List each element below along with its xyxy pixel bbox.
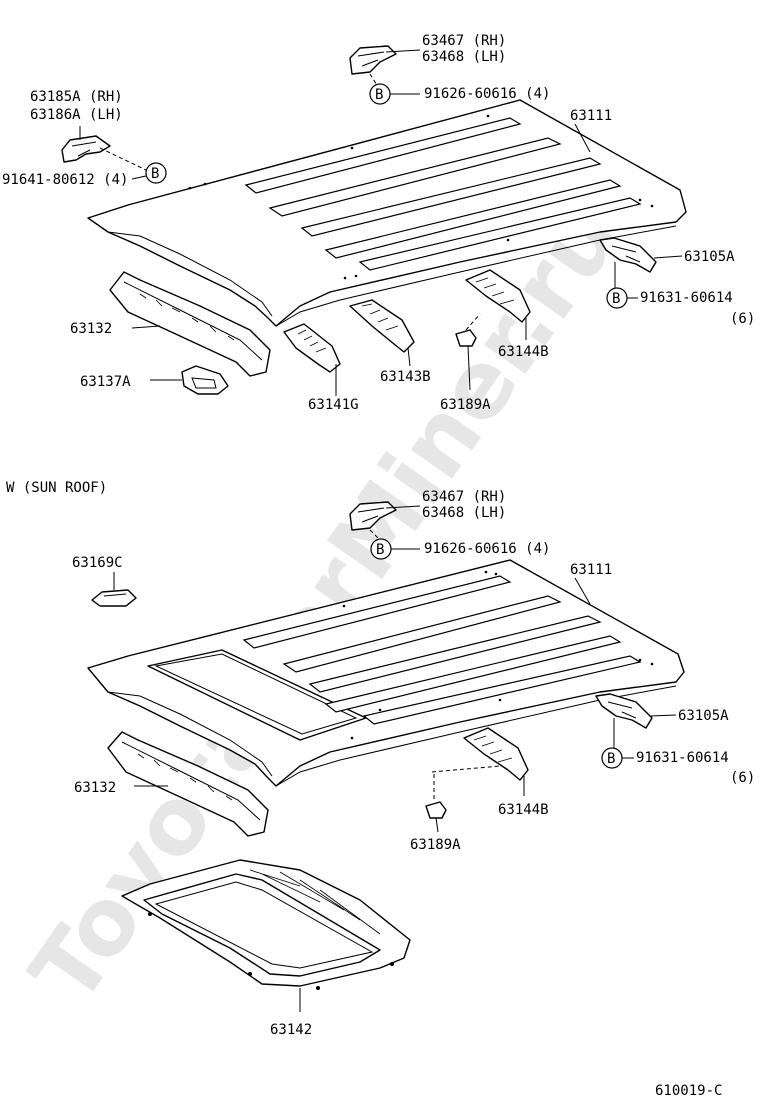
label-63105a-bottom: 63105A [678,708,729,724]
label-63137a: 63137A [80,374,131,390]
label-63105a-top: 63105A [684,249,735,265]
label-63111-top: 63111 [570,108,612,124]
side-bracket-bottom[interactable] [595,693,653,729]
rear-bracket-top[interactable] [349,45,397,75]
front-header-top[interactable] [109,271,271,377]
label-63143b: 63143B [380,369,431,385]
label-91641: 91641-80612 (4) [2,172,128,188]
label-91631-bottom: 91631-60614 [636,750,729,766]
label-63144b-top: 63144B [498,344,549,360]
label-91626-bottom: 91626-60616 (4) [424,541,550,557]
label-63132-bottom: 63132 [74,780,116,796]
bottom-diagram: B 63467 (RH) 63468 (LH) 91626-60616 (4) … [72,489,755,1038]
rear-bracket-bottom[interactable] [349,501,397,531]
front-header-bottom[interactable] [107,731,269,837]
label-63141g: 63141G [308,397,359,413]
front-bracket-top[interactable] [61,135,111,163]
roof-panel-top[interactable] [87,99,687,327]
fastener-marker-label: B [612,291,620,307]
label-91631-qty-bottom: (6) [730,770,755,786]
diagram-code: 610019-C [655,1083,722,1099]
label-63468-top: 63468 (LH) [422,49,506,65]
fastener-marker-front-top [145,162,167,184]
fastener-marker-label: B [607,751,615,767]
bow-center-top[interactable] [349,299,415,353]
fastener-marker-label: B [375,87,383,103]
label-63468-bottom: 63468 (LH) [422,505,506,521]
section-label-sunroof: W (SUN ROOF) [6,480,107,496]
fastener-marker-label: B [151,166,159,182]
label-63169c: 63169C [72,555,123,571]
label-63189a-bottom: 63189A [410,837,461,853]
bow-rear-bottom[interactable] [463,727,529,781]
label-63467-bottom: 63467 (RH) [422,489,506,505]
label-63142: 63142 [270,1022,312,1038]
label-91631-top: 91631-60614 [640,290,733,306]
label-91626-top: 91626-60616 (4) [424,86,550,102]
label-63144b-bottom: 63144B [498,802,549,818]
label-63467-top: 63467 (RH) [422,33,506,49]
clip-top[interactable] [455,329,477,347]
label-63186a: 63186A (LH) [30,107,123,123]
label-63132-top: 63132 [70,321,112,337]
bow-rear-top[interactable] [465,269,531,323]
sunroof-bracket[interactable] [91,589,137,607]
label-63185a: 63185A (RH) [30,89,123,105]
label-63111-bottom: 63111 [570,562,612,578]
header-bracket-top[interactable] [181,365,229,395]
label-63189a-top: 63189A [440,397,491,413]
fastener-marker-label: B [376,542,384,558]
roof-panel-bottom[interactable] [87,559,685,787]
label-91631-qty-top: (6) [730,311,755,327]
bow-front-top[interactable] [283,323,341,373]
top-diagram: B 63467 (RH) 63468 (LH) 91626-60616 (4) … [2,33,755,413]
side-bracket-top[interactable] [599,237,657,273]
sunroof-frame[interactable] [121,859,411,990]
clip-bottom[interactable] [425,801,447,819]
